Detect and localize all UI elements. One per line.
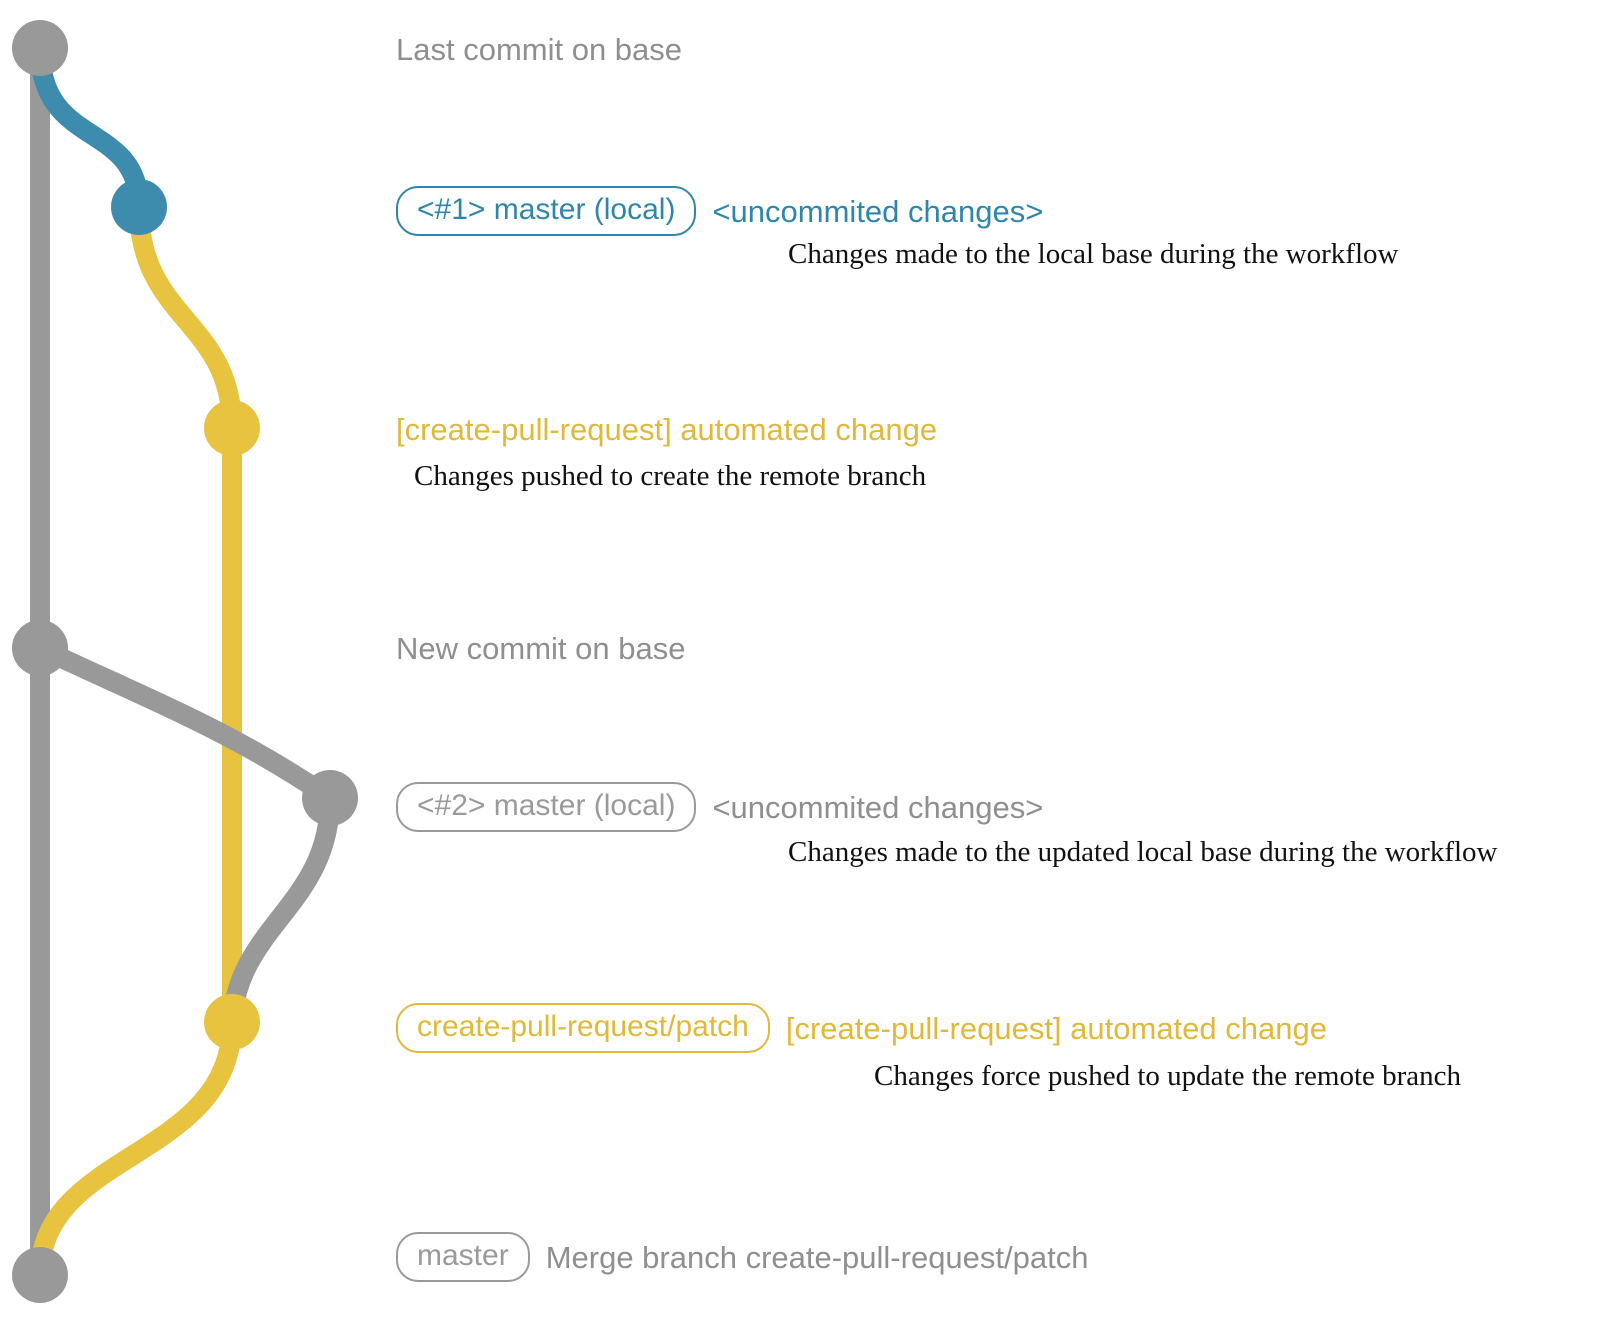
row-merge-commit: master Merge branch create-pull-request/… [396,1232,1088,1282]
commit-node-patch-created[interactable] [204,400,260,456]
badge-line-merge-commit: master Merge branch create-pull-request/… [396,1232,1088,1282]
row-patch-created: [create-pull-request] automated change [396,412,937,448]
edge-basenew-to-local2 [30,638,340,808]
commit-subject-patch-created: [create-pull-request] automated change [396,412,938,447]
commit-subject-merge: Merge branch create-pull-request/patch [545,1239,1089,1275]
caption-master-local-2: Changes made to the updated local base d… [788,836,1498,868]
branch-badge-master[interactable]: master [396,1232,530,1282]
commit-node-patch-force-pushed[interactable] [204,994,260,1050]
badge-line-master-local-1: <#1> master (local) <uncommited changes> [396,186,1043,236]
commit-subject-patch-force-pushed: [create-pull-request] automated change [785,1010,1327,1046]
branch-badge-master-local-1[interactable]: <#1> master (local) [396,186,697,236]
commit-subject-last-commit-on-base: Last commit on base [396,32,683,67]
row-patch-force-pushed: create-pull-request/patch [create-pull-r… [396,1003,1327,1053]
commit-subject-new-commit-on-base: New commit on base [396,631,686,666]
caption-master-local-1: Changes made to the local base during th… [788,238,1399,270]
branch-badge-master-local-2[interactable]: <#2> master (local) [396,782,697,832]
commit-node-last-commit-on-base[interactable] [12,20,68,76]
badge-line-master-local-2: <#2> master (local) <uncommited changes> [396,782,1043,832]
row-master-local-1: <#1> master (local) <uncommited changes> [396,186,1043,236]
row-new-commit-on-base: New commit on base [396,631,685,667]
commit-node-master-local-1[interactable] [111,179,167,235]
commit-subject-master-local-1: <uncommited changes> [712,193,1044,229]
row-last-commit-on-base: Last commit on base [396,32,682,68]
edge-local1-to-patch1 [129,197,242,438]
edge-patch2-to-merge [30,1012,242,1285]
commit-node-master-local-2[interactable] [302,770,358,826]
branch-badge-create-pull-request-patch[interactable]: create-pull-request/patch [396,1003,770,1053]
edge-local2-to-patch2 [222,788,340,1032]
git-graph [12,20,358,1303]
caption-patch-created: Changes pushed to create the remote bran… [414,460,927,492]
caption-patch-force-pushed: Changes force pushed to update the remot… [874,1060,1462,1092]
row-master-local-2: <#2> master (local) <uncommited changes> [396,782,1043,832]
badge-line-patch-force-pushed: create-pull-request/patch [create-pull-r… [396,1003,1327,1053]
commit-node-new-commit-on-base[interactable] [12,620,68,676]
edge-base-to-local1 [30,38,149,217]
commit-node-merge[interactable] [12,1247,68,1303]
commit-subject-master-local-2: <uncommited changes> [712,789,1044,825]
